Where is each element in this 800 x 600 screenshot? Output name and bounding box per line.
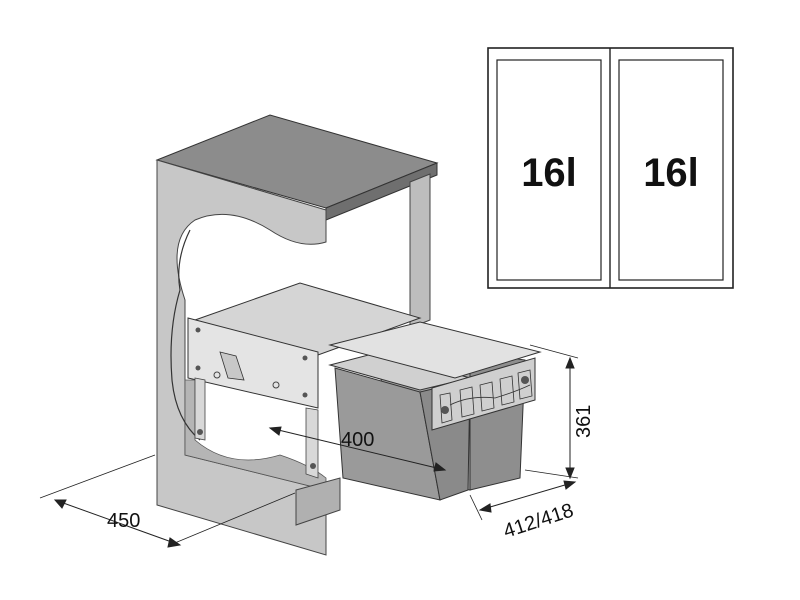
dimension-width-range-label: 412/418: [501, 499, 577, 542]
dimension-height-label: 361: [573, 405, 595, 438]
cabinet: [155, 114, 439, 556]
waste-bins: [328, 321, 542, 501]
top-view-compartments: 16l 16l: [487, 47, 734, 289]
dimension-lines: [39, 344, 579, 548]
compartment-left-capacity: 16l: [521, 151, 577, 195]
dimension-depth-label: 450: [107, 510, 140, 532]
dimension-inner-width-label: 400: [341, 429, 374, 451]
compartment-right-capacity: 16l: [643, 151, 699, 195]
